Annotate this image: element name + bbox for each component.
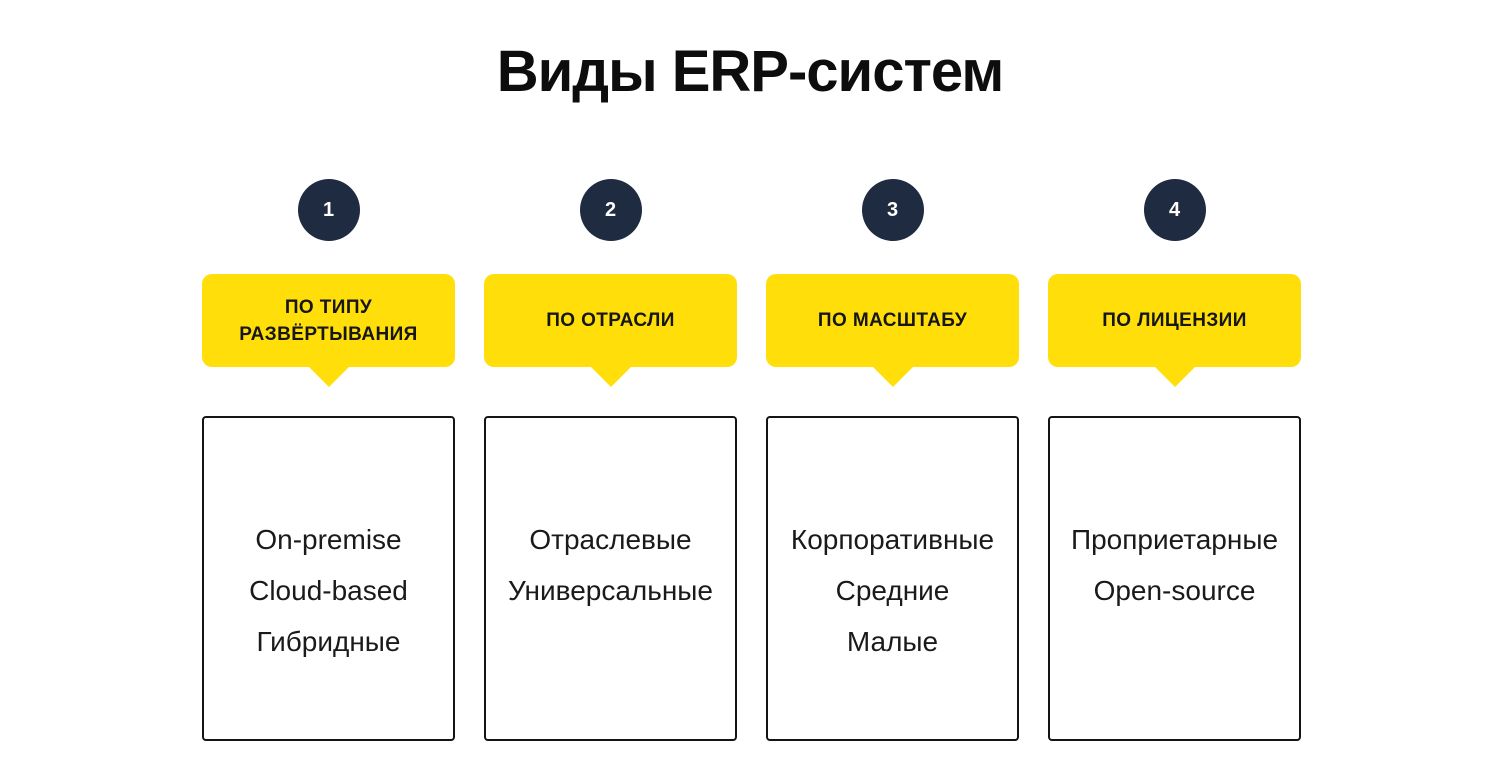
step-number-badge-3: 3 <box>861 179 924 241</box>
page-title: Виды ERP-систем <box>496 39 1005 104</box>
step-number-badge-1: 1 <box>297 179 360 241</box>
list-item: Отраслевые <box>529 524 692 555</box>
list-item: Корпоративные <box>790 524 995 555</box>
column-scale: 3 ПО МАСШТАБУ Корпоративные Средние Малы… <box>766 179 1019 741</box>
items-box-industry: Отраслевые Универсальные <box>484 416 737 741</box>
step-number: 3 <box>886 198 899 221</box>
list-item: Cloud-based <box>249 575 408 606</box>
items-box-scale: Корпоративные Средние Малые <box>766 416 1019 741</box>
category-label: ПО ТИПУ РАЗВЁРТЫВАНИЯ <box>239 296 418 345</box>
list-item: On-premise <box>255 524 402 555</box>
category-tab-deployment-type: ПО ТИПУ РАЗВЁРТЫВАНИЯ <box>202 274 455 387</box>
tab-pointer-triangle <box>871 366 914 387</box>
list-item: Малые <box>846 626 939 657</box>
step-number-badge-2: 2 <box>579 179 642 241</box>
tab-pointer-triangle <box>589 366 632 387</box>
columns-row: 1 ПО ТИПУ РАЗВЁРТЫВАНИЯ On-premise Cloud… <box>202 179 1301 741</box>
category-label: ПО ОТРАСЛИ <box>546 310 675 331</box>
list-item: Проприетарные <box>1070 524 1279 555</box>
step-number: 4 <box>1168 198 1181 221</box>
category-tab-license: ПО ЛИЦЕНЗИИ <box>1048 274 1301 387</box>
column-license: 4 ПО ЛИЦЕНЗИИ Проприетарные Open-source <box>1048 179 1301 741</box>
list-item: Средние <box>835 575 950 606</box>
step-number: 1 <box>322 198 335 221</box>
category-tab-scale: ПО МАСШТАБУ <box>766 274 1019 387</box>
category-tab-industry: ПО ОТРАСЛИ <box>484 274 737 387</box>
items-box-deployment-type: On-premise Cloud-based Гибридные <box>202 416 455 741</box>
step-number: 2 <box>604 198 617 221</box>
category-label: ПО ЛИЦЕНЗИИ <box>1102 310 1247 331</box>
tab-pointer-triangle <box>307 366 350 387</box>
step-number-badge-4: 4 <box>1143 179 1206 241</box>
list-item: Универсальные <box>508 575 713 606</box>
items-box-license: Проприетарные Open-source <box>1048 416 1301 741</box>
column-industry: 2 ПО ОТРАСЛИ Отраслевые Универсальные <box>484 179 737 741</box>
list-item: Open-source <box>1093 575 1256 606</box>
list-item: Гибридные <box>256 626 401 657</box>
category-label: ПО МАСШТАБУ <box>817 310 968 331</box>
tab-pointer-triangle <box>1153 366 1196 387</box>
column-deployment-type: 1 ПО ТИПУ РАЗВЁРТЫВАНИЯ On-premise Cloud… <box>202 179 455 741</box>
